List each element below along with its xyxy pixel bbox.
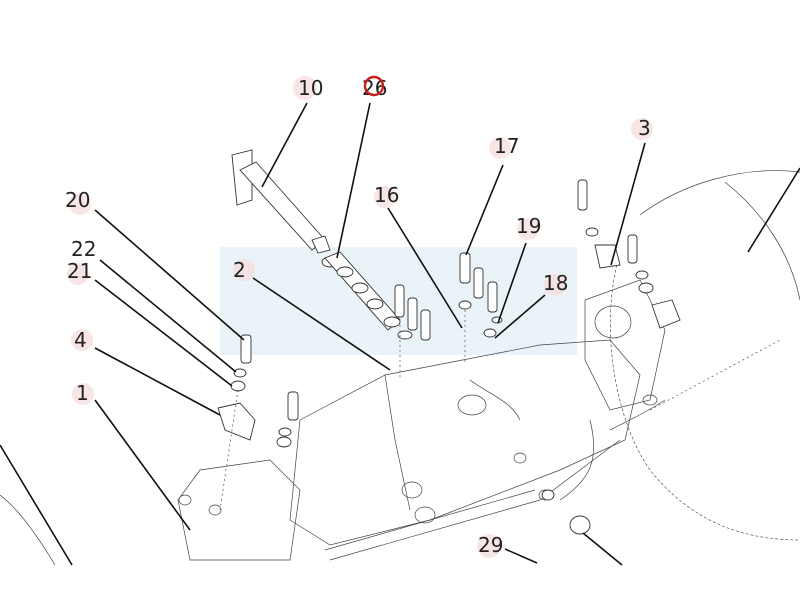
leader-22 xyxy=(99,259,237,373)
callout-labels: 10 26 3 17 16 19 18 20 xyxy=(65,75,653,558)
callout-26[interactable]: 26 xyxy=(362,75,387,100)
callout-label-21: 21 xyxy=(67,259,92,283)
right-wheel-outline xyxy=(610,170,800,541)
callout-label-18: 18 xyxy=(543,271,568,295)
leader-19 xyxy=(497,242,527,324)
right-axle-housing xyxy=(577,179,681,431)
leader-17 xyxy=(465,164,504,256)
callout-16[interactable]: 16 xyxy=(374,183,399,208)
callout-2[interactable]: 2 xyxy=(233,258,255,282)
callout-label-3: 3 xyxy=(638,116,651,140)
callout-18[interactable]: 18 xyxy=(543,271,568,296)
callout-21[interactable]: 21 xyxy=(67,259,92,285)
callout-20[interactable]: 20 xyxy=(65,188,91,215)
left-axle-housing xyxy=(177,334,301,561)
callout-label-1: 1 xyxy=(76,381,89,405)
leader-20 xyxy=(94,209,245,341)
callout-22[interactable]: 22 xyxy=(71,237,96,261)
leader-4 xyxy=(94,347,221,416)
callout-29[interactable]: 29 xyxy=(477,533,503,558)
leader-18 xyxy=(494,294,546,339)
leader-bottom-bolt xyxy=(582,532,623,566)
left-wheel-outline xyxy=(0,494,56,566)
callout-3[interactable]: 3 xyxy=(631,116,653,140)
leader-lines xyxy=(0,102,800,566)
callout-label-17: 17 xyxy=(494,134,519,158)
callout-label-16: 16 xyxy=(374,183,399,207)
callout-label-22: 22 xyxy=(71,237,96,261)
callout-1[interactable]: 1 xyxy=(72,381,94,405)
leader-1 xyxy=(94,399,191,531)
leader-wheel xyxy=(747,167,800,253)
leader-left-wheel xyxy=(0,444,73,566)
leader-3 xyxy=(610,142,646,266)
callout-label-29: 29 xyxy=(478,533,503,557)
correction-mark-icon xyxy=(363,75,385,97)
tie-rod-part-29 xyxy=(541,489,591,535)
leader-2 xyxy=(252,277,391,371)
callout-10[interactable]: 10 xyxy=(293,76,323,100)
callout-19[interactable]: 19 xyxy=(516,214,541,240)
callout-label-19: 19 xyxy=(516,214,541,238)
coupling-part-26 xyxy=(321,251,413,340)
leader-16 xyxy=(387,207,463,329)
callout-4[interactable]: 4 xyxy=(71,328,93,352)
callout-label-4: 4 xyxy=(74,328,87,352)
leader-10 xyxy=(261,102,308,188)
callout-label-20: 20 xyxy=(65,188,90,212)
callout-17[interactable]: 17 xyxy=(489,134,519,159)
leader-21 xyxy=(94,279,233,387)
shaft-part-10 xyxy=(231,149,331,254)
cover-bolts xyxy=(394,252,503,380)
callout-label-10: 10 xyxy=(298,76,323,100)
callout-label-2: 2 xyxy=(233,258,246,282)
leader-26 xyxy=(336,102,371,259)
leader-29 xyxy=(504,548,538,564)
